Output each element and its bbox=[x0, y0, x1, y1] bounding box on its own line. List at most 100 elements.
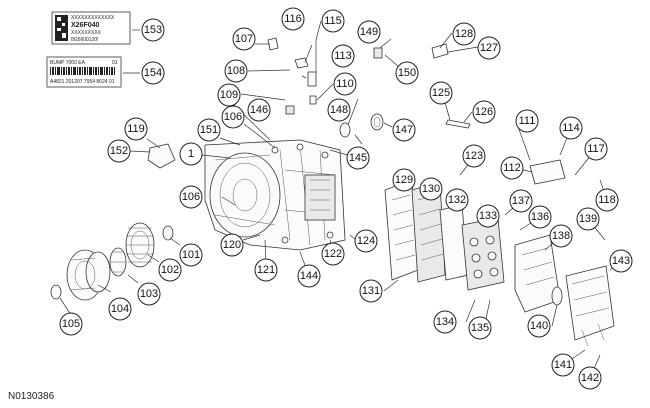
svg-text:126: 126 bbox=[475, 106, 493, 118]
solenoid-body-133 bbox=[461, 217, 505, 291]
callout-129: 129 bbox=[392, 168, 416, 192]
callout-131: 131 bbox=[359, 279, 383, 303]
callout-127: 127 bbox=[477, 36, 501, 60]
seal-105 bbox=[50, 284, 62, 300]
svg-text:123: 123 bbox=[465, 150, 483, 162]
callout-110: 110 bbox=[333, 72, 357, 96]
callout-143: 143 bbox=[609, 249, 633, 273]
svg-text:150: 150 bbox=[398, 67, 416, 79]
svg-text:142: 142 bbox=[581, 372, 599, 384]
svg-text:127: 127 bbox=[480, 42, 498, 54]
svg-text:129: 129 bbox=[395, 174, 413, 186]
svg-text:104: 104 bbox=[111, 303, 129, 315]
callout-136: 136 bbox=[528, 205, 552, 229]
svg-text:151: 151 bbox=[200, 124, 218, 136]
svg-text:105: 105 bbox=[62, 318, 80, 330]
barcode-icon bbox=[50, 67, 115, 75]
callout-126: 126 bbox=[472, 100, 496, 124]
callout-106-left: 106 bbox=[179, 185, 203, 209]
svg-text:119: 119 bbox=[127, 123, 145, 135]
label-sticker-154: BUMP 7000 EA 01 bbox=[46, 56, 122, 88]
svg-text:117: 117 bbox=[587, 143, 605, 155]
bearing-148 bbox=[339, 122, 351, 138]
svg-text:153: 153 bbox=[144, 24, 162, 36]
tube-126 bbox=[445, 119, 471, 129]
svg-text:114: 114 bbox=[562, 122, 580, 134]
label-153-line-1: XXXXXXXXXXXXX bbox=[71, 15, 115, 21]
svg-text:149: 149 bbox=[360, 26, 378, 38]
callout-119: 119 bbox=[124, 117, 148, 141]
callout-113: 113 bbox=[331, 44, 355, 68]
svg-text:115: 115 bbox=[324, 15, 342, 27]
svg-text:134: 134 bbox=[436, 316, 454, 328]
svg-text:154: 154 bbox=[144, 67, 162, 79]
callout-107: 107 bbox=[232, 27, 256, 51]
callout-154: 154 bbox=[141, 61, 165, 85]
bracket-119 bbox=[147, 143, 176, 169]
callout-150: 150 bbox=[395, 61, 419, 85]
callout-103: 103 bbox=[137, 282, 161, 306]
svg-text:110: 110 bbox=[336, 78, 354, 90]
svg-text:130: 130 bbox=[422, 183, 440, 195]
svg-text:143: 143 bbox=[612, 255, 630, 267]
callout-115: 115 bbox=[321, 9, 345, 33]
label-153-line-2: X26F040 bbox=[71, 22, 100, 29]
callout-104: 104 bbox=[108, 297, 132, 321]
label-154-line-2: 01 bbox=[112, 60, 118, 66]
svg-text:136: 136 bbox=[531, 211, 549, 223]
svg-text:144: 144 bbox=[300, 270, 318, 282]
callout-122: 122 bbox=[321, 242, 345, 266]
svg-text:145: 145 bbox=[349, 152, 367, 164]
figure-id: N0130386 bbox=[8, 391, 55, 402]
qr-code-icon bbox=[55, 15, 68, 41]
callout-108: 108 bbox=[224, 59, 248, 83]
svg-text:1: 1 bbox=[188, 148, 194, 160]
callout-142: 142 bbox=[578, 366, 602, 390]
callout-102: 102 bbox=[158, 258, 182, 282]
svg-text:107: 107 bbox=[235, 33, 253, 45]
callout-130: 130 bbox=[419, 177, 443, 201]
callout-114: 114 bbox=[559, 116, 583, 140]
callout-152: 152 bbox=[107, 139, 131, 163]
seal-140 bbox=[551, 286, 563, 306]
sensor-112 bbox=[529, 159, 566, 185]
callout-118: 118 bbox=[595, 188, 619, 212]
callout-138: 138 bbox=[549, 224, 573, 248]
callout-112: 112 bbox=[500, 156, 524, 180]
callout-135: 135 bbox=[468, 316, 492, 340]
svg-text:120: 120 bbox=[223, 239, 241, 251]
svg-text:113: 113 bbox=[334, 50, 352, 62]
callout-106-top: 106 bbox=[221, 105, 245, 129]
transmission-case bbox=[204, 139, 346, 251]
callout-140: 140 bbox=[527, 314, 551, 338]
svg-text:147: 147 bbox=[395, 124, 413, 136]
svg-text:131: 131 bbox=[362, 285, 380, 297]
svg-text:121: 121 bbox=[257, 264, 275, 276]
side-cover-138 bbox=[514, 234, 561, 313]
svg-text:146: 146 bbox=[250, 104, 268, 116]
connector-128 bbox=[431, 43, 449, 59]
bracket-107 bbox=[267, 37, 279, 51]
callout-128: 128 bbox=[452, 22, 476, 46]
label-154-line-3: A4821 201207 7954 8024 01 bbox=[50, 79, 115, 85]
svg-text:118: 118 bbox=[598, 194, 616, 206]
svg-text:106: 106 bbox=[224, 111, 242, 123]
callout-105: 105 bbox=[59, 312, 83, 336]
svg-text:141: 141 bbox=[554, 359, 572, 371]
svg-text:101: 101 bbox=[182, 249, 200, 261]
svg-text:124: 124 bbox=[357, 235, 375, 247]
callout-145: 145 bbox=[346, 146, 370, 170]
bearing-147 bbox=[370, 113, 384, 131]
svg-text:148: 148 bbox=[330, 104, 348, 116]
callout-134: 134 bbox=[433, 310, 457, 334]
label-153-line-3: XXXXXXXXX bbox=[71, 30, 102, 36]
callout-125: 125 bbox=[429, 81, 453, 105]
callout-111: 111 bbox=[515, 109, 539, 133]
svg-text:103: 103 bbox=[140, 288, 158, 300]
svg-text:133: 133 bbox=[479, 210, 497, 222]
svg-text:108: 108 bbox=[227, 65, 245, 77]
ring-gear-103 bbox=[109, 247, 127, 277]
callout-133: 133 bbox=[476, 204, 500, 228]
svg-text:109: 109 bbox=[220, 89, 238, 101]
differential-assembly bbox=[66, 249, 111, 301]
